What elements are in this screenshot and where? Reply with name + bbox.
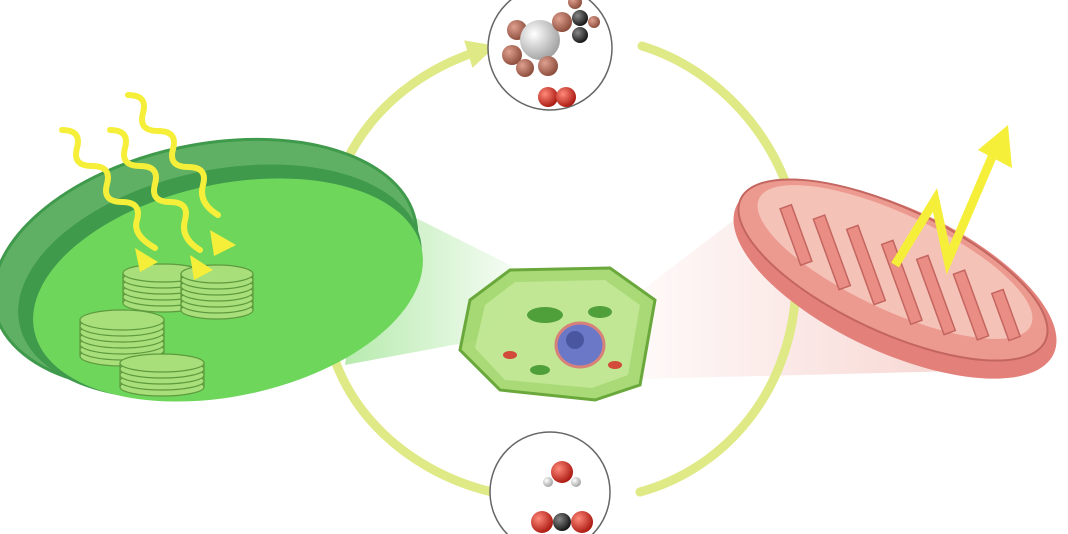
chloroplast-icon bbox=[0, 137, 423, 402]
sunlight-arrows-icon bbox=[59, 92, 236, 280]
plant-cell-icon bbox=[458, 266, 657, 402]
water-co2-molecules-icon bbox=[489, 431, 611, 534]
glucose-oxygen-molecules-icon bbox=[487, 0, 613, 111]
energy-arrow-icon bbox=[891, 125, 1012, 275]
thylakoid-stacks bbox=[79, 263, 254, 397]
cycle-arrow-bottom-right bbox=[635, 297, 800, 497]
